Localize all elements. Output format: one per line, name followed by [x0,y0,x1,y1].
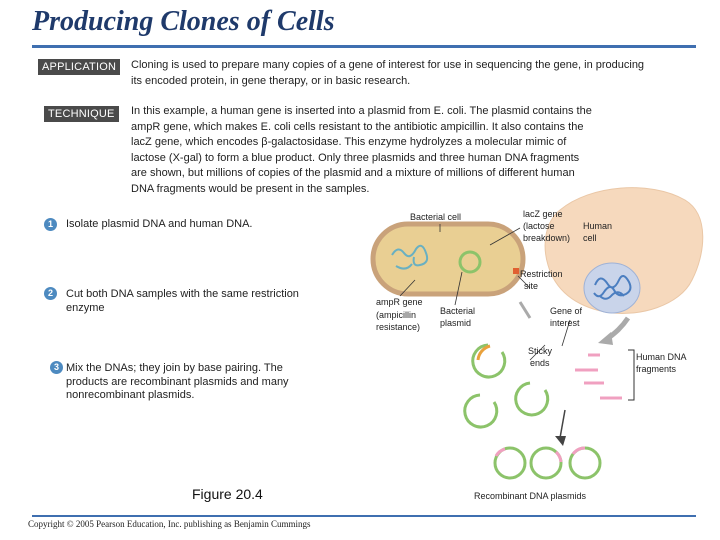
bacteria-arrow [518,301,532,319]
label-lacz-gene: lacZ gene [523,209,563,219]
step-2-text: Cut both DNA samples with the same restr… [66,288,299,314]
label-sticky-ends-2: ends [530,358,550,368]
step-1-text: Isolate plasmid DNA and human DNA. [66,218,253,230]
mix-arrow-head [555,436,566,446]
step-3-badge: 3 [50,361,63,374]
technique-line: ampR gene, which makes E. coli cells res… [131,120,584,133]
technique-line: In this example, a human gene is inserte… [131,105,592,117]
cut-plasmid [514,381,550,417]
label-human-cell-2: cell [583,233,597,243]
label-ampr-1: ampR gene [376,297,423,307]
bacterial-chromosome [391,244,429,270]
technique-tag: TECHNIQUE [44,106,119,122]
recombinant-insert [494,447,506,457]
human-dna-bracket [628,349,635,401]
pointer-sticky-ends [529,344,546,361]
recombinant-plasmid [529,446,563,480]
label-restriction-site-1: Restriction [520,269,563,279]
label-bacterial-plasmid-1: Bacterial [440,306,476,316]
technique-line: lactose (X-gal) to form a blue product. … [131,151,580,164]
label-recombinant: Recombinant DNA plasmids [474,491,587,501]
application-tag: APPLICATION [38,59,121,75]
footer-rule [32,515,696,517]
step-2-badge: 2 [44,287,57,300]
step-3-text: Mix the DNAs; they join by base pairing.… [66,362,289,401]
pointer-gene-of-interest [561,319,571,347]
pointer-ampr [399,279,416,297]
label-human-cell-1: Human [583,221,613,231]
recombinant-plasmid [493,446,527,480]
copyright: Copyright © 2005 Pearson Education, Inc.… [28,519,311,529]
human-arrow-head [598,332,613,345]
figure-caption: Figure 20.4 [192,486,263,502]
application-text: Cloning is used to prepare many copies o… [131,59,645,87]
label-restriction-site-2: site [524,281,539,291]
recombinant-insert [571,446,586,455]
label-ampr-3: resistance) [376,322,421,332]
technique-line: lacZ gene, which encodes β-galactosidase… [131,136,567,148]
label-human-dna-2: fragments [636,364,677,374]
cut-plasmid [476,344,491,361]
technique-text: In this example, a human gene is inserte… [131,104,711,197]
technique-line: DNA fragments would be present in the sa… [131,182,370,195]
bacterial-cell [370,221,526,297]
pointer-plasmid [454,271,463,306]
recombinant-insert [554,450,563,463]
cut-plasmid [463,393,499,429]
label-sticky-ends-1: Sticky [528,346,553,356]
label-lacz-note2: breakdown) [523,233,571,243]
bacterial-plasmid [458,250,482,274]
page-title: Producing Clones of Cells [32,6,335,37]
cut-plasmid [471,343,507,379]
technique-line: are shown, but millions of copies of the… [131,167,575,179]
label-bacterial-cell: Bacterial cell [410,212,462,222]
pointer-lacz [489,227,521,246]
label-lacz-note: (lactose [523,221,555,231]
label-human-dna-1: Human DNA [636,352,687,362]
label-gene-of-interest-1: Gene of [550,306,583,316]
label-bacterial-plasmid-2: plasmid [440,318,472,328]
pointer-restriction [517,275,531,289]
restriction-site-mark [513,268,519,274]
step-1-badge: 1 [44,218,57,231]
title-rule [32,45,696,48]
human-chromatin [593,275,632,300]
label-ampr-2: (ampicillin [376,310,417,320]
label-gene-of-interest-2: interest [550,318,580,328]
mix-arrow [559,409,566,439]
